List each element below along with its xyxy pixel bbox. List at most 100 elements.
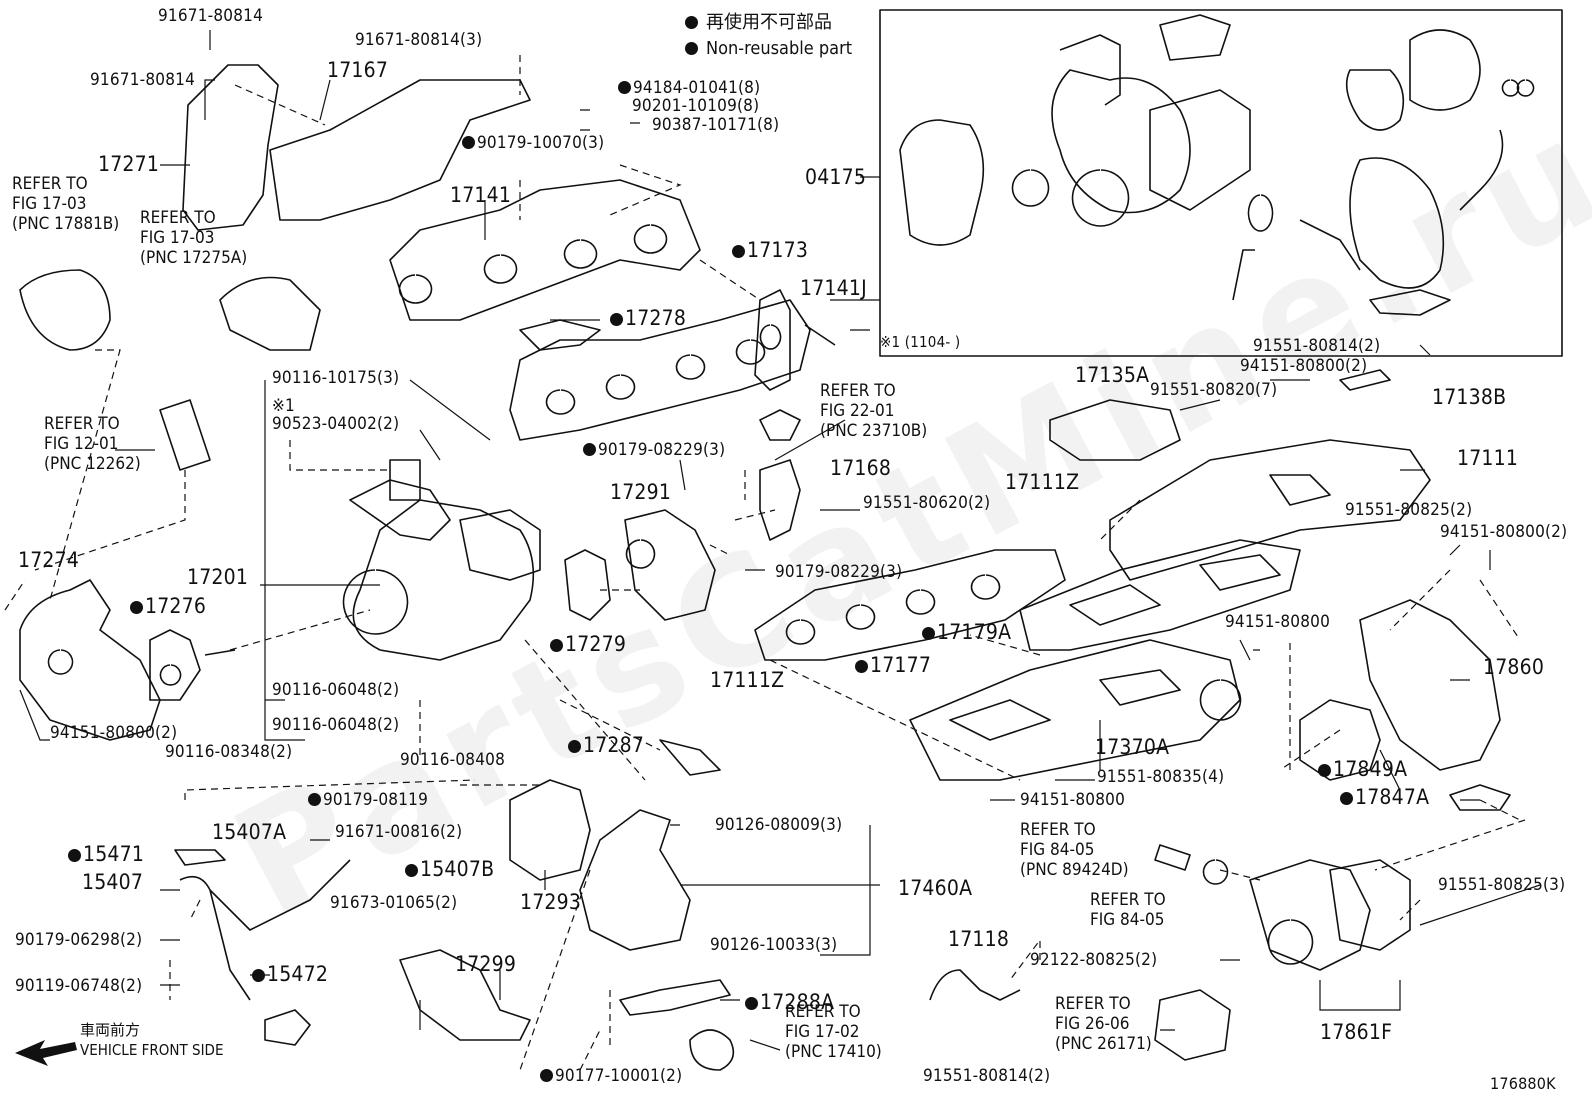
gasket-17179a [1019,539,1301,651]
part-label: 17179A [922,620,1011,644]
dot-icon [922,627,935,640]
part-label: 90179-10070(3) [462,133,604,153]
bracket-17293 [509,779,591,881]
leader-line [1099,544,1491,770]
part-label: 90126-08009(3) [715,815,843,835]
leader-line [419,959,1401,1031]
gasket-17278-small [519,319,601,351]
part-label: 90177-10001(2) [540,1066,682,1086]
part-label: 17141 [450,183,512,207]
gasket-17410 [689,1029,735,1071]
hose-17275a [219,276,321,351]
part-label: 91671-80814 [158,6,264,26]
turbocharger-17201 [342,459,541,661]
part-label: 91551-80825(3) [1438,875,1566,895]
part-label: 91551-80814(2) [1253,336,1381,356]
part-label: 15407A [212,820,287,844]
part-label: 17111Z [1005,470,1080,494]
inset-frame [879,9,1563,357]
part-label: 17118 [948,927,1010,951]
part-label: 90523-04002(2) [272,414,400,434]
leader-line [990,749,1541,926]
front-note-en: VEHICLE FRONT SIDE [80,1041,224,1059]
part-label: 17111 [1457,446,1519,470]
part-label: 17141J [800,276,867,300]
dot-icon [732,245,745,258]
part-label: 90179-08119 [308,790,428,810]
dot-icon [540,1069,553,1082]
part-label: 17293 [520,890,582,914]
part-label: 90201-10109(8) [632,96,760,116]
dot-icon [252,969,265,982]
dot-icon [745,997,758,1010]
part-label: 90116-08348(2) [165,742,293,762]
part-label: 91551-80825(2) [1345,500,1473,520]
elbow-17291 [624,509,716,621]
part-label: 17173 [732,238,808,262]
inlet-pipe-17274 [19,579,161,741]
gasket-17278 [509,299,811,441]
dash-line [769,499,1341,781]
part-label: 17111Z [710,668,785,692]
part-label: 17279 [550,632,626,656]
part-label: 90116-10175(3) [272,368,400,388]
part-label: 94151-80800(2) [1240,356,1368,376]
part-label: 91551-80620(2) [863,493,991,513]
bracket-17168 [759,459,801,541]
dot-icon [1340,792,1353,805]
part-label: 17370A [1095,735,1170,759]
part-label: 17271 [98,152,160,176]
hose-17118 [929,969,1021,1001]
stud-17141j [804,324,836,346]
part-label: 17287 [568,733,644,757]
part-label: 17849A [1318,757,1407,781]
part-label: 91551-80835(4) [1097,767,1225,787]
dot-icon [130,601,143,614]
part-label: 17847A [1340,785,1429,809]
part-label: 17460A [898,876,973,900]
bracket-17135a [1049,399,1181,461]
bracket-17299 [399,949,531,1041]
part-label: 94184-01041(8) [618,78,760,98]
throttle-body-17861f [1249,859,1411,971]
dot-icon [568,740,581,753]
legend-en: Non-reusable part [685,36,852,62]
part-label: 17860 [1483,655,1545,679]
dash-line [169,699,661,1050]
dot-icon [685,42,698,55]
dash-line [4,349,390,651]
heat-insulator-17167 [269,79,531,221]
gasket-17173 [754,289,791,391]
dot-icon [685,16,698,29]
egr-cooler-17860 [1359,599,1501,771]
part-label: 04175 [805,165,867,189]
part-label: 91671-80814 [90,70,196,90]
gasket-15472 [264,1009,311,1046]
part-label: 90126-10033(3) [710,935,838,955]
part-label: 17278 [610,306,686,330]
part-label: 17168 [830,456,892,480]
part-label: 17276 [130,594,206,618]
leader-line [19,419,846,741]
leader-line [484,176,880,331]
front-arrow-icon [15,1040,77,1066]
hose-refer-17881b [19,269,111,351]
figure-code: 176880K [1490,1074,1556,1093]
part-label: 91551-80820(7) [1150,380,1278,400]
part-label: 15407 [82,870,144,894]
dash-line [234,55,761,301]
gasket-17288a [619,979,731,1016]
part-label: 15407B [405,857,494,881]
plate-17370a [909,639,1242,781]
part-label: 94151-80800 [1020,790,1126,810]
part-label: 90119-06748(2) [15,976,143,996]
part-label: 92122-80825(2) [1030,950,1158,970]
part-label: 90116-06048(2) [272,715,400,735]
part-label: 17138B [1432,385,1507,409]
part-label: 90116-08408 [400,750,506,770]
stud-90116-08348 [204,649,236,656]
